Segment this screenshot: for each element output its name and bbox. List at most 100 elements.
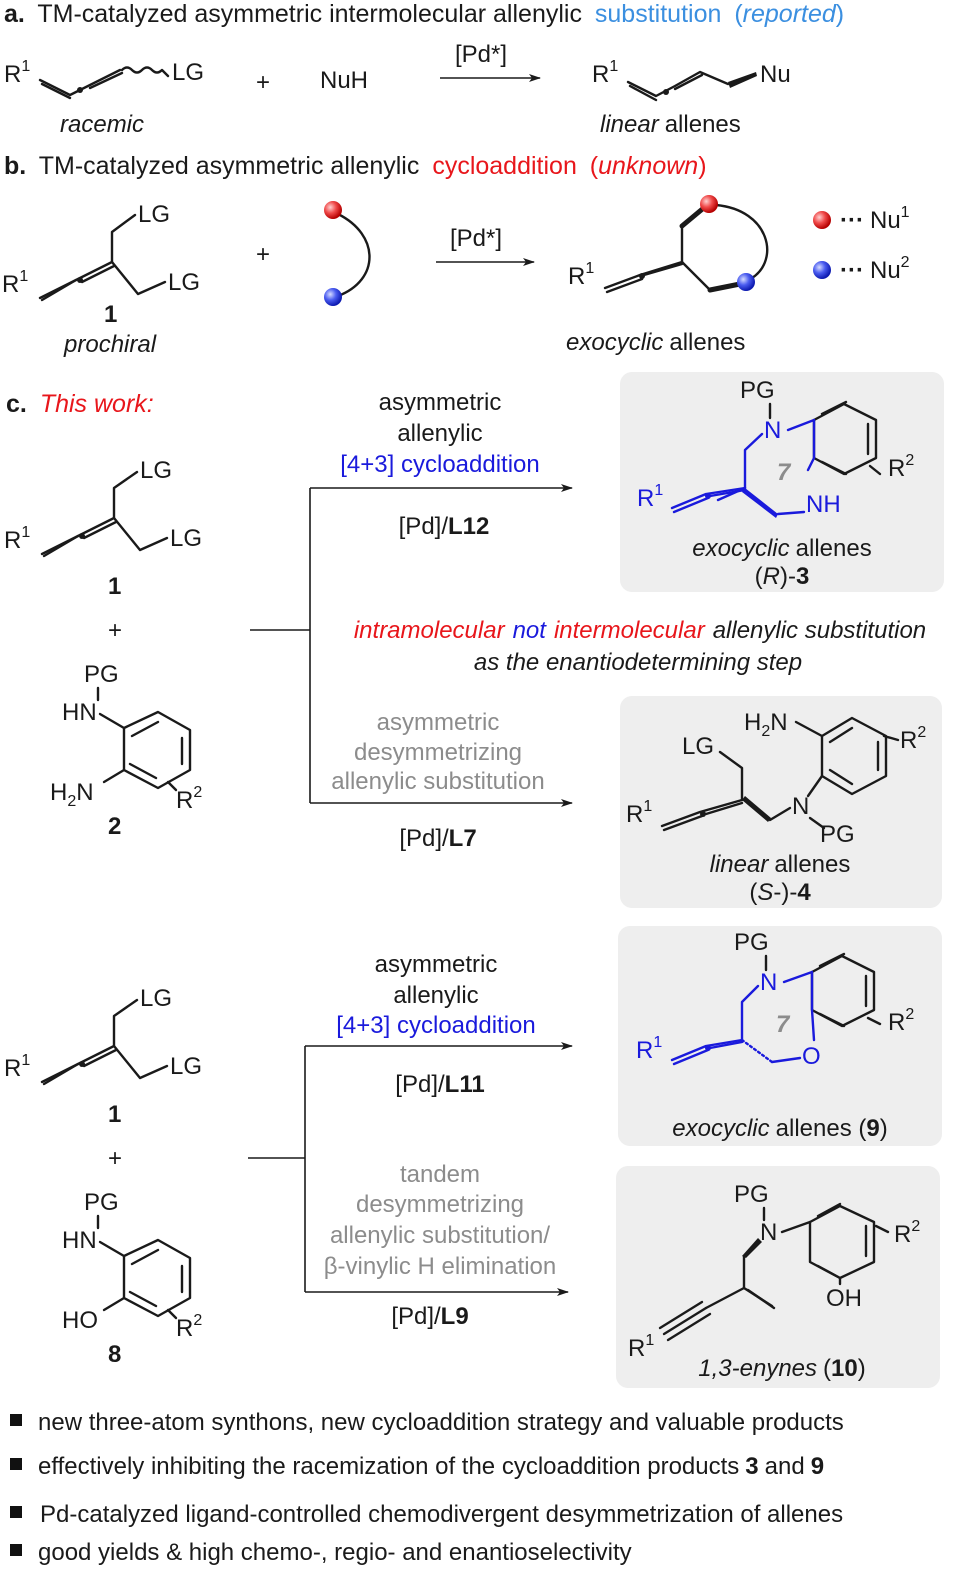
svg-text:R2: R2 xyxy=(900,724,926,754)
svg-text:1: 1 xyxy=(104,301,117,328)
r2-line2: desymmetrizing xyxy=(354,739,522,766)
svg-text:R1: R1 xyxy=(628,1332,654,1362)
a-racemic-label: racemic xyxy=(60,111,144,138)
svg-text:LG: LG xyxy=(682,733,714,760)
svg-text:PG: PG xyxy=(820,821,855,848)
svg-text:2: 2 xyxy=(108,813,121,840)
a-product-nu: Nu xyxy=(760,61,791,88)
section-b: b. TM-catalyzed asymmetric allenylic cyc… xyxy=(2,152,910,358)
a-substrate-r: R1 xyxy=(4,58,30,88)
r3-catalyst: [Pd]/L11 xyxy=(395,1071,484,1098)
a-catalyst: [Pd*] xyxy=(455,41,507,68)
svg-text:LG: LG xyxy=(140,985,172,1012)
r4-line4: β-vinylic H elimination xyxy=(324,1253,557,1280)
b-nucleophile-arc xyxy=(336,212,371,298)
summary-bullets: new three-atom synthons, new cycloadditi… xyxy=(10,1409,844,1566)
a-nuh: NuH xyxy=(320,67,368,94)
svg-text:N: N xyxy=(764,417,781,444)
section-a-title: TM-catalyzed asymmetric intermolecular a… xyxy=(37,0,582,28)
b-plus: + xyxy=(256,241,270,268)
section-c: c. This work: LG LG R1 1 + PG HN xyxy=(4,372,944,1388)
bullet-2: effectively inhibiting the racemization … xyxy=(38,1453,824,1480)
svg-text:R1: R1 xyxy=(626,798,652,828)
bullet-4-marker xyxy=(10,1544,22,1556)
a-product-bonds xyxy=(626,70,730,98)
a-plus: + xyxy=(256,69,270,96)
a-product-r: R1 xyxy=(592,58,618,88)
r4-line3: allenylic substitution/ xyxy=(330,1222,550,1249)
svg-text:PG: PG xyxy=(734,929,769,956)
p3-exocyclic: exocyclic xyxy=(692,535,789,562)
r1-line2: allenylic xyxy=(397,420,482,447)
section-b-title: TM-catalyzed asymmetric allenylic xyxy=(39,152,420,180)
section-a-label: a. xyxy=(4,0,25,28)
legend-nu1-sphere xyxy=(813,211,831,229)
svg-text:H2N: H2N xyxy=(744,709,788,740)
svg-text:a. TM-catalyzed asymmetr: a. TM-catalyzed asymmetric intermolecula… xyxy=(4,0,844,28)
section-b-status: unknown xyxy=(598,152,698,180)
p10-label: 1,3-enynes(10) xyxy=(698,1355,865,1382)
svg-text:R1: R1 xyxy=(2,268,28,298)
svg-text:7: 7 xyxy=(777,459,792,486)
svg-text:HO: HO xyxy=(62,1307,98,1334)
product-10-structure: PG N R2 OH R1 1,3-enynes(10) xyxy=(628,1181,920,1382)
svg-text:b. TM-catalyzed asymmetr: b. TM-catalyzed asymmetric allenylic cyc… xyxy=(4,152,707,180)
r4-catalyst: [Pd]/L9 xyxy=(391,1303,468,1330)
r1-line1: asymmetric xyxy=(379,389,502,416)
r2-line1: asymmetric xyxy=(377,709,500,736)
svg-text:R2: R2 xyxy=(894,1218,920,1248)
bullet-3: Pd-catalyzed ligand-controlled chemodive… xyxy=(40,1501,843,1528)
svg-text:R1: R1 xyxy=(568,260,594,290)
svg-text:NH: NH xyxy=(806,491,841,518)
r1-catalyst: [Pd]/L12 xyxy=(399,513,490,540)
product-9-panel xyxy=(618,926,942,1146)
r2-catalyst: [Pd]/L7 xyxy=(399,825,476,852)
c-compound-8: PG HN HO R2 8 xyxy=(62,1189,202,1368)
r1-line3: [4+3] cycloaddition xyxy=(340,451,539,478)
p3-id: (R)-3 xyxy=(755,563,810,590)
svg-text:HN: HN xyxy=(62,699,97,726)
p4-linear: linear xyxy=(710,851,770,878)
svg-text:PG: PG xyxy=(84,661,119,688)
c-compound-1-bottom: LG LG R1 1 + xyxy=(4,985,202,1172)
section-b-title-word: cycloaddition xyxy=(432,152,577,180)
a-wavy-bond xyxy=(120,66,170,78)
svg-text:R1: R1 xyxy=(636,1034,662,1064)
section-a: a. TM-catalyzed asymmetric intermolecula… xyxy=(4,0,844,138)
bullet-4: good yields & high chemo-, regio- and en… xyxy=(38,1539,632,1566)
svg-text:LG: LG xyxy=(168,269,200,296)
r2-line3: allenylic substitution xyxy=(331,768,544,795)
svg-text:R2: R2 xyxy=(176,784,202,814)
svg-text:LG: LG xyxy=(170,525,202,552)
svg-text:R2: R2 xyxy=(888,452,914,482)
svg-text:R1: R1 xyxy=(4,524,30,554)
r3-line1: asymmetric xyxy=(375,951,498,978)
svg-text:LG: LG xyxy=(140,457,172,484)
svg-text:R2: R2 xyxy=(888,1006,914,1036)
bullet-1-marker xyxy=(10,1414,22,1426)
r4-line1: tandem xyxy=(400,1161,480,1188)
svg-text:8: 8 xyxy=(108,1341,121,1368)
svg-text:7: 7 xyxy=(776,1011,791,1038)
a-linear-label: linear xyxy=(600,111,660,138)
svg-text:N: N xyxy=(792,793,809,820)
svg-text:1: 1 xyxy=(108,573,121,600)
section-a-status: reported xyxy=(743,0,837,28)
r4-line2: desymmetrizing xyxy=(356,1191,524,1218)
p4-id: (S-)-4 xyxy=(749,879,811,906)
b-prochiral-label: prochiral xyxy=(63,331,157,358)
product-10-panel xyxy=(616,1166,940,1388)
svg-text:PG: PG xyxy=(84,1189,119,1216)
svg-text:R2: R2 xyxy=(176,1312,202,1342)
bullet-2-marker xyxy=(10,1458,22,1470)
svg-text:PG: PG xyxy=(740,377,775,404)
legend-nu1: ···Nu1 xyxy=(840,204,910,234)
a-product-wedge xyxy=(728,72,757,88)
